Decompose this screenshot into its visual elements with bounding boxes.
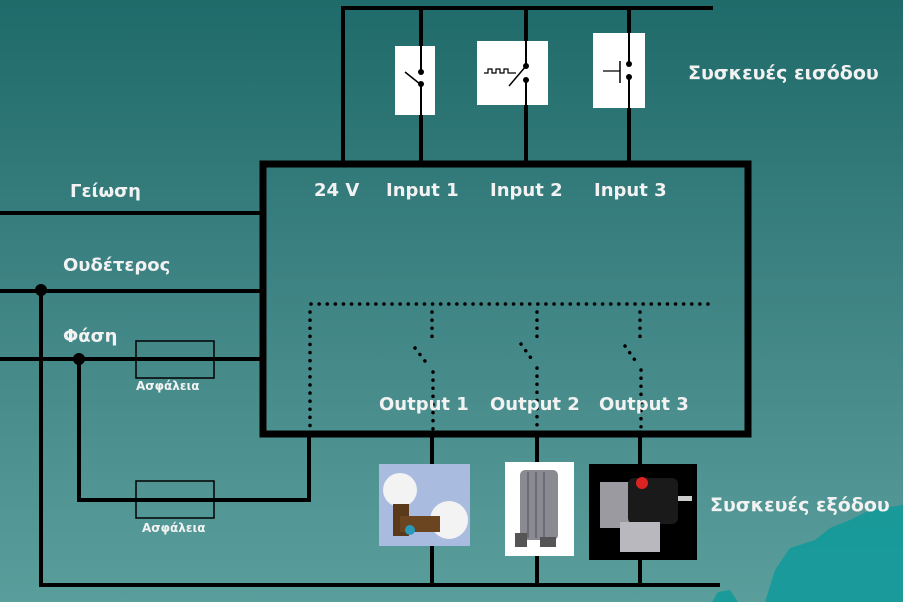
ground-label: Γείωση — [70, 181, 141, 202]
fuse-symbol — [135, 340, 215, 379]
output-1-label: Output 1 — [379, 394, 469, 415]
input-device-pushbutton — [593, 25, 645, 120]
neutral-label: Ουδέτερος — [63, 255, 171, 276]
phase-output-line — [77, 359, 311, 502]
output-relay-dotted — [308, 302, 712, 432]
junction-dot — [73, 353, 85, 365]
phase-label: Φάση — [63, 326, 118, 347]
input-2-label: Input 2 — [490, 180, 563, 201]
neutral-return-line — [39, 291, 720, 587]
input-3-label: Input 3 — [594, 180, 667, 201]
decorative-shape-small — [712, 590, 738, 602]
input-device-switch — [395, 30, 435, 130]
output-device-radiator — [505, 462, 574, 556]
input-devices-heading: Συσκευές εισόδου — [688, 62, 879, 84]
input-device-thermal-switch — [477, 30, 548, 120]
fuse-label: Ασφάλεια — [136, 379, 200, 393]
output-3-label: Output 3 — [599, 394, 689, 415]
output-device-motor — [589, 464, 697, 560]
output-2-label: Output 2 — [490, 394, 580, 415]
output-devices-heading: Συσκευές εξόδου — [710, 494, 890, 516]
fuse-symbol — [135, 480, 215, 519]
junction-dot — [35, 284, 47, 296]
fuse-label: Ασφάλεια — [142, 521, 206, 535]
output-device-lamps — [379, 464, 470, 546]
decorative-shape — [765, 505, 903, 602]
input-1-label: Input 1 — [386, 180, 459, 201]
controller-box — [259, 160, 752, 438]
supply-24v-label: 24 V — [314, 180, 360, 201]
